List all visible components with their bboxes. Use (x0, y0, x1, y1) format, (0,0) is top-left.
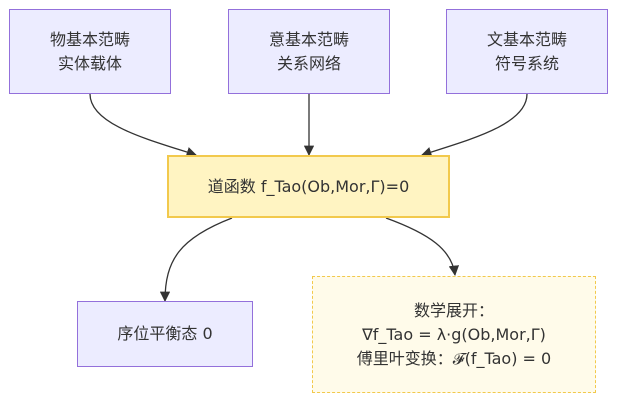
math-fourier-formula: 傅里叶变换：𝓕(f_Tao) = 0 (356, 348, 552, 368)
math-heading: 数学展开： (413, 300, 494, 320)
edge-wen-to-dao (421, 93, 528, 158)
node-wen-title: 文基本范畴 (486, 29, 567, 49)
node-dao-label: 道函数 f_Tao(Ob,Mor,Γ)=0 (207, 176, 410, 196)
edge-wu-to-dao (89, 93, 197, 158)
node-wen-category: 文基本范畴 符号系统 (446, 9, 608, 94)
node-wu-subtitle: 实体载体 (57, 53, 122, 73)
math-gradient-formula: ∇f_Tao = λ·g(Ob,Mor,Γ) (362, 324, 546, 344)
node-order-label: 序位平衡态 0 (117, 324, 213, 343)
node-yi-subtitle: 关系网络 (276, 53, 341, 73)
node-math-expansion: 数学展开： ∇f_Tao = λ·g(Ob,Mor,Γ) 傅里叶变换：𝓕(f_T… (312, 276, 596, 393)
node-wu-title: 物基本范畴 (49, 29, 130, 49)
node-yi-category: 意基本范畴 关系网络 (228, 9, 390, 94)
edge-dao-to-math (385, 217, 460, 277)
node-wen-subtitle: 符号系统 (494, 53, 559, 73)
node-yi-title: 意基本范畴 (268, 29, 349, 49)
node-wu-category: 物基本范畴 实体载体 (9, 9, 171, 94)
edge-dao-to-order (159, 217, 233, 303)
node-dao-function: 道函数 f_Tao(Ob,Mor,Γ)=0 (167, 155, 450, 218)
node-order-balance: 序位平衡态 0 (77, 301, 253, 367)
